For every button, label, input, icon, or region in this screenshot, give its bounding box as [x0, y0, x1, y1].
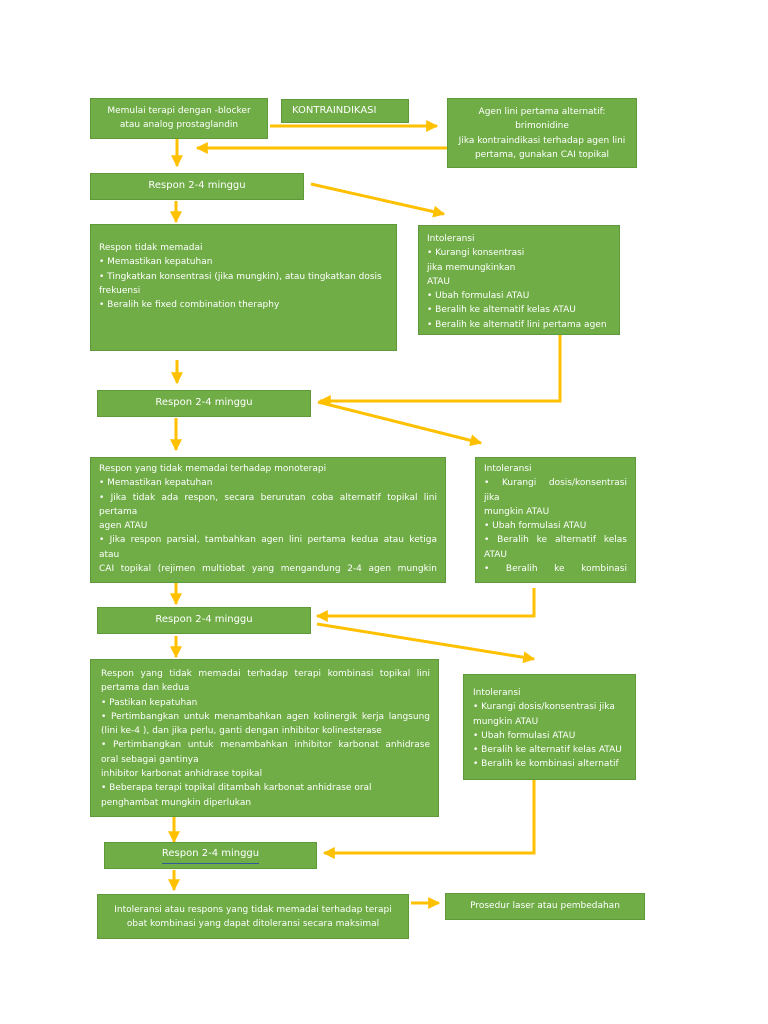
response-2-4-weeks-3: Respon 2-4 minggu	[97, 607, 311, 634]
inad2-line: • Jika tidak ada respon, secara beruruta…	[99, 492, 437, 503]
inad3-line: inhibitor karbonat anhidrase topikal	[101, 769, 263, 780]
inad2-line: • Jika respon parsial, tambahkan agen li…	[99, 535, 437, 546]
intol3-line: mungkin ATAU	[473, 716, 539, 727]
intol1-line: jika memungkinkan	[427, 262, 516, 273]
inad2-line: CAI topikal (rejimen multiobat yang meng…	[99, 564, 437, 575]
intol3-line: • Beralih ke kombinasi alternatif	[473, 759, 619, 770]
alt-line: brimonidine	[515, 121, 569, 132]
intol2-line: • Beralih ke kombinasi	[484, 564, 627, 575]
intol3-line: • Beralih ke alternatif kelas ATAU	[473, 745, 622, 756]
inad2-line: Respon yang tidak memadai terhadap monot…	[99, 464, 327, 474]
inad3-line: (lini ke-4 ), dan jika perlu, ganti deng…	[101, 726, 382, 737]
inadequate-response-box-1: Respon tidak memadai • Memastikan kepatu…	[90, 224, 397, 351]
inad2-line: pertama	[99, 506, 138, 517]
arrow-resp3-to-intol3	[316, 622, 536, 664]
intol2-line: jika	[484, 492, 500, 503]
intolerance-box-3: Intoleransi • Kurangi dosis/konsentrasi …	[463, 674, 636, 780]
inad3-line: penghambat mungkin diperlukan	[101, 797, 252, 808]
inad3-line: Respon yang tidak memadai terhadap terap…	[101, 669, 430, 679]
intol2-line: mungkin ATAU	[484, 506, 550, 517]
inad1-line: • Memastikan kepatuhan	[99, 257, 213, 268]
intol1-line: • Ubah formulasi ATAU	[427, 291, 530, 302]
contraindication-box: KONTRAINDIKASI	[281, 99, 409, 123]
alt-line: pertama, gunakan CAI topikal	[474, 149, 610, 160]
intolerance-box-2: Intoleransi • Kurangi dosis/konsentrasi …	[475, 457, 636, 583]
inad3-line: • Beberapa terapi topikal ditambah karbo…	[101, 783, 372, 794]
intol1-line: Intoleransi	[427, 234, 475, 244]
contraindication-label: KONTRAINDIKASI	[292, 104, 377, 116]
arrow-intol1-to-resp2	[318, 335, 562, 407]
response-2-4-weeks-2: Respon 2-4 minggu	[97, 390, 311, 417]
intol2-line: Intoleransi	[484, 464, 532, 474]
intolerance-box-1: Intoleransi • Kurangi konsentrasi jika m…	[418, 225, 620, 335]
intol3-line: • Kurangi dosis/konsentrasi jika	[473, 702, 615, 713]
intol3-line: • Ubah formulasi ATAU	[473, 730, 576, 741]
start-box-line: Memulai terapi dengan -blocker	[107, 106, 251, 116]
response-2-4-weeks-4: Respon 2-4 minggu	[104, 842, 317, 869]
intol2-line: • Ubah formulasi ATAU	[484, 521, 587, 532]
intol1-line: ATAU	[427, 276, 451, 287]
final-line: Intoleransi atau respons yang tidak mema…	[114, 905, 392, 915]
response-label: Respon 2-4 minggu	[155, 614, 253, 626]
inad2-line: agen ATAU	[99, 521, 148, 532]
inad1-line: • Beralih ke fixed combination theraphy	[99, 300, 280, 311]
inad1-line: • Tingkatkan konsentrasi (jika mungkin),…	[99, 271, 382, 282]
inad3-line: • Pastikan kepatuhan	[101, 697, 198, 708]
intol1-line: • Kurangi konsentrasi	[427, 248, 525, 259]
alternative-first-line-box: Agen lini pertama alternatif: brimonidin…	[447, 98, 637, 168]
intol1-line: • Beralih ke alternatif kelas ATAU	[427, 305, 576, 316]
inad3-line: • Pertimbangkan untuk menambahkan agen k…	[101, 711, 430, 722]
inad1-line: frekuensi	[99, 285, 141, 296]
laser-surgery-box: Prosedur laser atau pembedahan	[445, 893, 645, 920]
final-intolerance-box: Intoleransi atau respons yang tidak mema…	[97, 894, 409, 939]
laser-label: Prosedur laser atau pembedahan	[470, 901, 620, 912]
arrow-resp2-to-intol2	[317, 400, 483, 447]
response-label: Respon 2-4 minggu	[155, 397, 253, 409]
response-label: Respon 2-4 minggu	[161, 847, 260, 864]
inad2-line: atau	[99, 549, 120, 560]
alt-line: Jika kontraindikasi terhadap agen lini	[458, 135, 626, 146]
final-line: obat kombinasi yang dapat ditoleransi se…	[126, 919, 380, 930]
inad1-line: Respon tidak memadai	[99, 243, 203, 253]
inad3-line: • Pertimbangkan untuk menambahkan inhibi…	[101, 740, 430, 751]
arrow-intol3-to-resp4	[322, 780, 536, 859]
inad3-line: oral sebagai gantinya	[101, 754, 199, 765]
start-box-line: atau analog prostaglandin	[119, 120, 239, 131]
intol3-line: Intoleransi	[473, 688, 521, 698]
intol2-line: • Beralih ke alternatif kelas	[484, 535, 627, 546]
response-2-4-weeks-1: Respon 2-4 minggu	[90, 173, 304, 200]
inad3-line: pertama dan kedua	[101, 683, 190, 694]
response-label: Respon 2-4 minggu	[148, 180, 246, 192]
intol2-line: • Kurangi dosis/konsentrasi	[484, 478, 627, 489]
arrow-intol2-to-resp3	[315, 588, 536, 622]
intol1-line: • Beralih ke alternatif lini pertama age…	[427, 319, 607, 330]
intol2-line: ATAU	[484, 549, 508, 560]
arrow-resp1-to-intol1	[310, 182, 446, 218]
inadequate-response-box-2: Respon yang tidak memadai terhadap monot…	[90, 457, 446, 583]
inad2-line: • Memastikan kepatuhan	[99, 478, 213, 489]
inadequate-response-box-3: Respon yang tidak memadai terhadap terap…	[90, 659, 439, 817]
alt-line: Agen lini pertama alternatif:	[478, 107, 606, 117]
start-box: Memulai terapi dengan -blocker atau anal…	[90, 98, 268, 139]
